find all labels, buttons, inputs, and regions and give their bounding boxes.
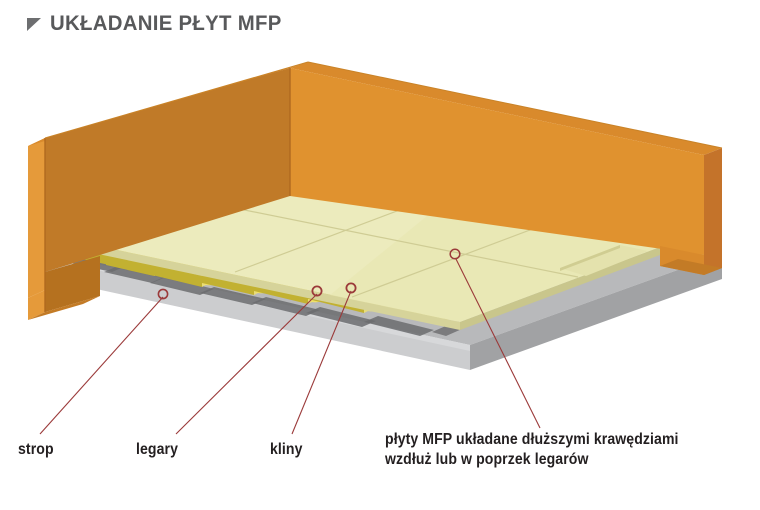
board-edge-right — [460, 232, 700, 330]
joist-shadow — [150, 277, 214, 295]
joist-shadow — [252, 297, 320, 316]
wall-right-top-face — [290, 62, 722, 155]
slab-front-right-face — [470, 254, 722, 370]
callout-leader-legary — [175, 285, 323, 435]
board-corner-flap-edge — [560, 245, 620, 271]
callout-leader-strop — [39, 288, 169, 435]
wall-right-end-face — [704, 148, 722, 275]
triangle-bullet-icon — [27, 17, 41, 31]
callout-leaders-group — [39, 248, 541, 435]
callout-label-plyty-mfp-line1: płyty MFP układane dłuższymi krawędziami — [385, 431, 679, 448]
callout-leader-plyty-mfp — [449, 248, 541, 429]
page-header: UKŁADANIE PŁYT MFP — [0, 6, 760, 42]
callout-leader-kliny — [291, 282, 357, 435]
joist-shadow — [200, 287, 266, 305]
wall-left-foot-bottom — [28, 296, 100, 320]
wall-left-outer-face — [28, 138, 45, 298]
joist-front-face — [106, 254, 154, 276]
leader-line — [455, 258, 541, 429]
wall-left-foot-outer — [28, 290, 45, 320]
wall-left-inner-face — [45, 68, 290, 272]
callout-label-strop: strop — [18, 441, 54, 458]
callout-label-plyty-mfp: płyty MFP układane dłuższymi krawędziami… — [385, 430, 679, 470]
leader-line — [175, 293, 318, 435]
wall-top-ridge-left — [44, 61, 309, 139]
joist-front-face — [152, 264, 202, 287]
callout-label-kliny: kliny — [270, 441, 303, 458]
callout-label-plyty-mfp-line2: wzdłuż lub w poprzek legarów — [385, 451, 589, 468]
joist-shadow — [306, 307, 376, 327]
leader-endpoint-dot — [157, 288, 169, 300]
walls-group — [28, 61, 723, 320]
leader-endpoint-dot — [345, 282, 357, 294]
joist-shadow — [104, 266, 166, 283]
wall-right-foot-bottom — [660, 259, 722, 275]
leader-endpoint-dot — [449, 248, 461, 260]
page-title: UKŁADANIE PŁYT MFP — [50, 12, 282, 35]
leader-line — [39, 296, 164, 435]
leader-endpoint-dot — [311, 285, 323, 297]
joist-shadow — [364, 316, 434, 336]
wall-right-inner-face — [290, 68, 704, 255]
board-edge-left — [60, 238, 460, 330]
callout-label-legary: legary — [136, 441, 179, 458]
wall-left-foot-inner — [45, 256, 100, 312]
wall-top-ridge-right — [307, 61, 723, 149]
board-corner-flap — [560, 245, 648, 276]
leader-line — [291, 290, 352, 435]
